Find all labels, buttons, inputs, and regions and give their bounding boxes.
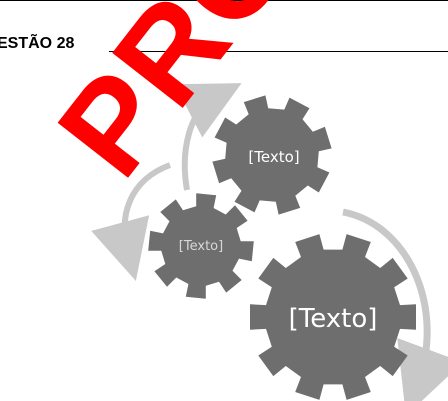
gear-large-shape — [250, 234, 416, 400]
gear-middle-shape — [148, 193, 254, 299]
top-rule — [0, 0, 448, 1]
question-heading: ESTÃO 28 — [0, 35, 448, 57]
answer-blank-line — [109, 51, 448, 52]
question-number: ESTÃO 28 — [0, 35, 75, 52]
arrow-large — [342, 208, 448, 401]
arrow-middle — [91, 162, 172, 281]
gear-large — [250, 234, 416, 400]
gear-top-label: [Texto] — [248, 148, 299, 166]
arrow-top — [174, 83, 242, 191]
gear-large-label: [Texto] — [289, 304, 378, 334]
gear-top-shape — [212, 95, 332, 215]
gear-top — [212, 95, 332, 215]
gear-middle — [148, 193, 254, 299]
gear-middle-label: [Texto] — [179, 239, 223, 254]
